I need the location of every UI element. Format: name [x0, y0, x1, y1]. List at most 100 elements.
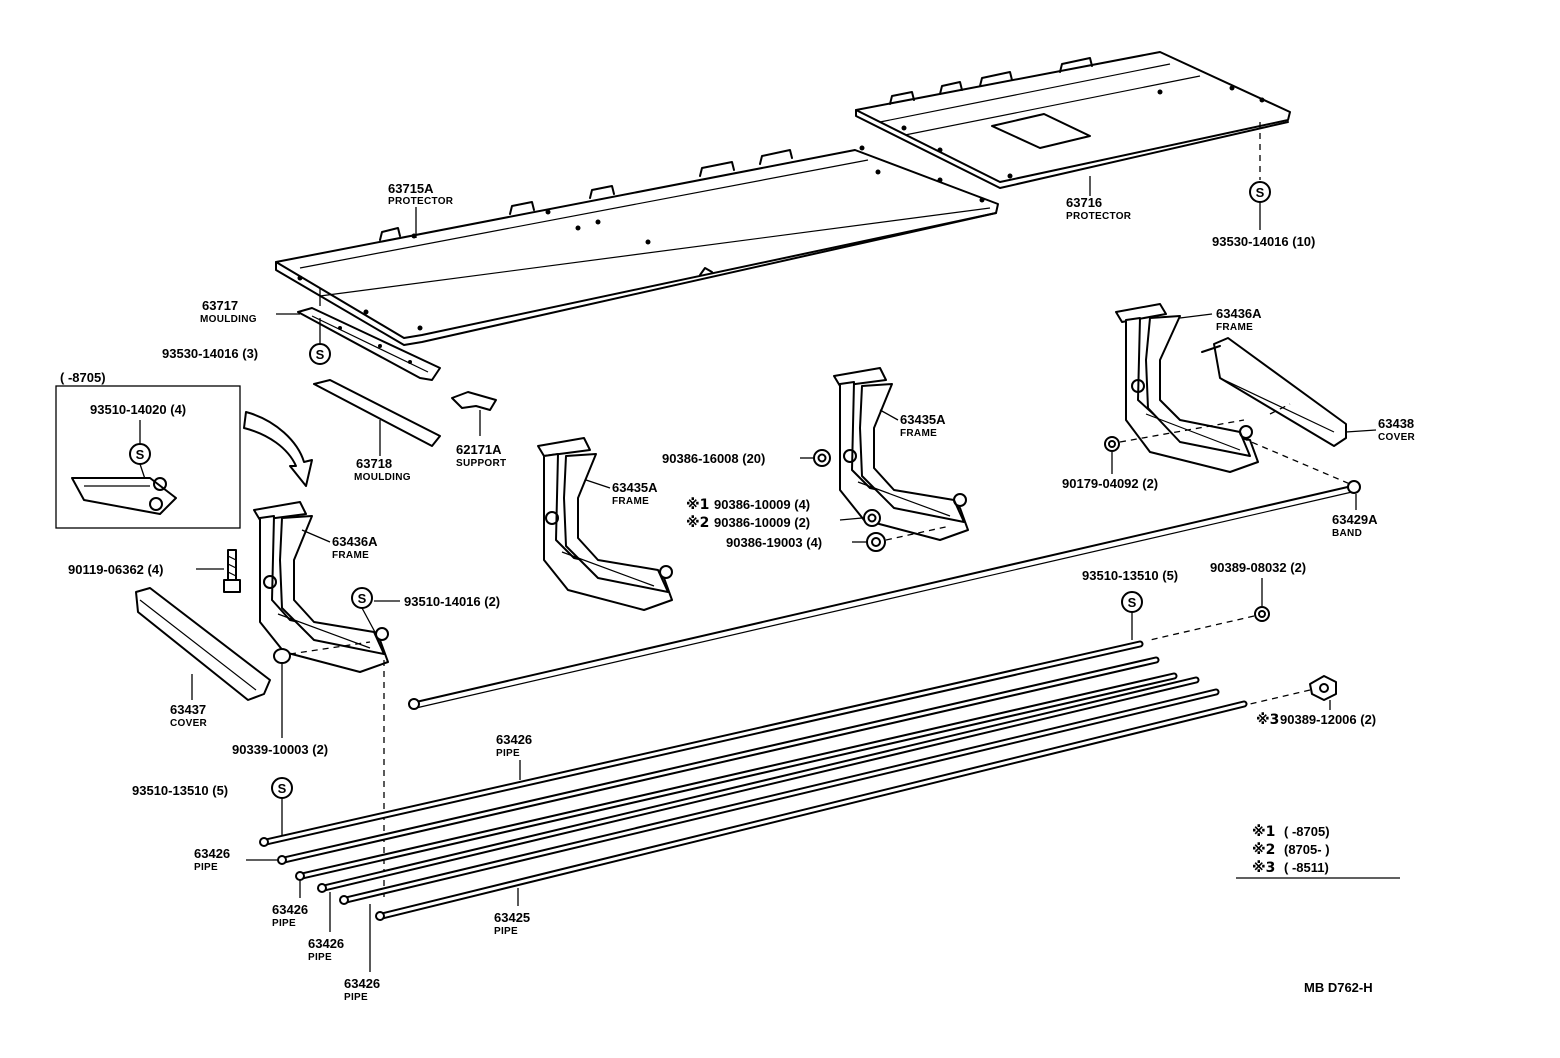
part-name: PIPE	[344, 992, 368, 1003]
part-name: COVER	[170, 718, 208, 729]
nut-90386-10009-a: ※1 90386-10009 (4)	[686, 497, 810, 513]
label-63716: 63716 PROTECTOR	[1066, 176, 1132, 222]
screw-93530-14016-top: S 93530-14016 (10)	[1212, 122, 1315, 249]
part-name: COVER	[1378, 432, 1416, 443]
screw-symbol: S	[1128, 595, 1137, 610]
part-number: 63426	[344, 976, 380, 991]
part-number: 63426	[272, 902, 308, 917]
legend-mark-3: ※3	[1252, 860, 1275, 876]
part-number: 63717	[202, 298, 238, 313]
label-63426-a: 63426 PIPE	[194, 846, 278, 873]
bolt-90119-06362: 90119-06362 (4)	[68, 549, 241, 593]
part-code: 90339-10003 (2)	[232, 742, 328, 757]
label-63437: 63437 COVER	[170, 702, 208, 729]
support-62171a-drawing	[451, 391, 497, 436]
label-63426-d: 63426 PIPE	[344, 904, 380, 1003]
part-name: FRAME	[332, 550, 369, 561]
part-code: 90389-12006 (2)	[1280, 712, 1376, 727]
label-63436a-right: 63436A FRAME	[1179, 306, 1262, 333]
part-code: 93530-14016 (3)	[162, 346, 258, 361]
pipes-drawing	[259, 640, 1248, 921]
diagram-code: MB D762-H	[1304, 980, 1373, 995]
part-number: 63436A	[1216, 306, 1262, 321]
part-name: MOULDING	[354, 472, 411, 483]
part-code: 93510-13510 (5)	[1082, 568, 1178, 583]
part-code: 90386-16008 (20)	[662, 451, 765, 466]
nut-90386-19003: 90386-19003 (4)	[726, 525, 951, 552]
part-name: PROTECTOR	[1066, 211, 1132, 222]
label-63435a-left: 63435A FRAME	[585, 479, 658, 507]
part-code: 90389-08032 (2)	[1210, 560, 1306, 575]
label-62171a: 62171A SUPPORT	[456, 442, 506, 469]
part-code: 90386-10009 (2)	[714, 515, 810, 530]
band-63429a-drawing	[408, 437, 1361, 710]
label-63717: 63717 MOULDING	[200, 298, 300, 325]
part-code: 90119-06362 (4)	[68, 562, 163, 577]
part-name: SUPPORT	[456, 458, 506, 469]
part-number: 63426	[308, 936, 344, 951]
legend-range-2: (8705- )	[1284, 842, 1330, 857]
screw-93510-13510-right: 93510-13510 (5) S	[1082, 568, 1178, 640]
part-code: 93530-14016 (10)	[1212, 234, 1315, 249]
inset-box: ( -8705) 93510-14020 (4) S	[55, 370, 241, 529]
part-name: FRAME	[612, 496, 649, 507]
part-number: 63426	[194, 846, 230, 861]
screw-symbol: S	[316, 347, 325, 362]
part-name: MOULDING	[200, 314, 257, 325]
protector-63715a-drawing	[275, 145, 999, 346]
screw-symbol: S	[358, 591, 367, 606]
label-63436a-left: 63436A FRAME	[301, 529, 378, 561]
part-number: 63438	[1378, 416, 1414, 431]
screw-symbol: S	[1256, 185, 1265, 200]
part-number: 62171A	[456, 442, 502, 457]
part-number: 63435A	[900, 412, 946, 427]
inset-range: ( -8705)	[60, 370, 106, 385]
frame-63435a-left-drawing	[537, 437, 673, 611]
part-number: 63437	[170, 702, 206, 717]
part-name: BAND	[1332, 528, 1362, 539]
mark: ※2	[686, 515, 709, 531]
moulding-63718-drawing	[313, 379, 441, 456]
label-63426-b: 63426 PIPE	[272, 880, 308, 929]
label-63438: 63438 COVER	[1378, 416, 1416, 443]
clip-90339-10003: 90339-10003 (2)	[232, 641, 371, 757]
part-name: PIPE	[494, 926, 518, 937]
part-name: PROTECTOR	[388, 196, 454, 207]
screw-93510-13510-left: 93510-13510 (5) S	[132, 777, 293, 836]
legend: ※1 ( -8705) ※2 (8705- ) ※3 ( -8511)	[1236, 824, 1400, 879]
moulding-63717-drawing	[297, 288, 441, 381]
part-number: 63716	[1066, 195, 1102, 210]
inset-arrow	[243, 411, 313, 487]
frame-63435a-mid-drawing	[833, 367, 969, 541]
part-name: PIPE	[194, 862, 218, 873]
cover-63437-drawing	[135, 587, 271, 701]
label-63435a-mid: 63435A FRAME	[879, 409, 946, 439]
inset-code: 93510-14020 (4)	[90, 402, 186, 417]
mark: ※1	[686, 497, 709, 513]
part-name: FRAME	[1216, 322, 1253, 333]
part-number: 63426	[496, 732, 532, 747]
screw-93510-14016: S 93510-14016 (2)	[351, 587, 500, 635]
legend-range-3: ( -8511)	[1284, 860, 1329, 875]
part-name: PIPE	[308, 952, 332, 963]
protector-63716-drawing	[855, 51, 1291, 189]
part-number: 63429A	[1332, 512, 1378, 527]
label-63429a: 63429A BAND	[1332, 512, 1378, 539]
part-number: 63435A	[612, 480, 658, 495]
nut-90389-12006: ※3 90389-12006 (2)	[1249, 675, 1376, 728]
part-name: PIPE	[496, 748, 520, 759]
nut-90179-04092: 90179-04092 (2)	[1062, 419, 1245, 491]
screw-symbol: S	[278, 781, 287, 796]
part-number: 63718	[356, 456, 392, 471]
part-code: 90386-19003 (4)	[726, 535, 822, 550]
part-code: 93510-14016 (2)	[404, 594, 500, 609]
cover-63438-drawing	[1201, 337, 1377, 447]
screw-93530-14016-left: S 93530-14016 (3)	[162, 318, 331, 365]
part-code: 93510-13510 (5)	[132, 783, 228, 798]
screw-symbol: S	[136, 447, 145, 462]
nut-90386-10009-b: ※2 90386-10009 (2)	[686, 509, 881, 531]
frame-63436a-right-drawing	[1115, 303, 1259, 473]
legend-mark-1: ※1	[1252, 824, 1275, 840]
part-number: 63425	[494, 910, 530, 925]
